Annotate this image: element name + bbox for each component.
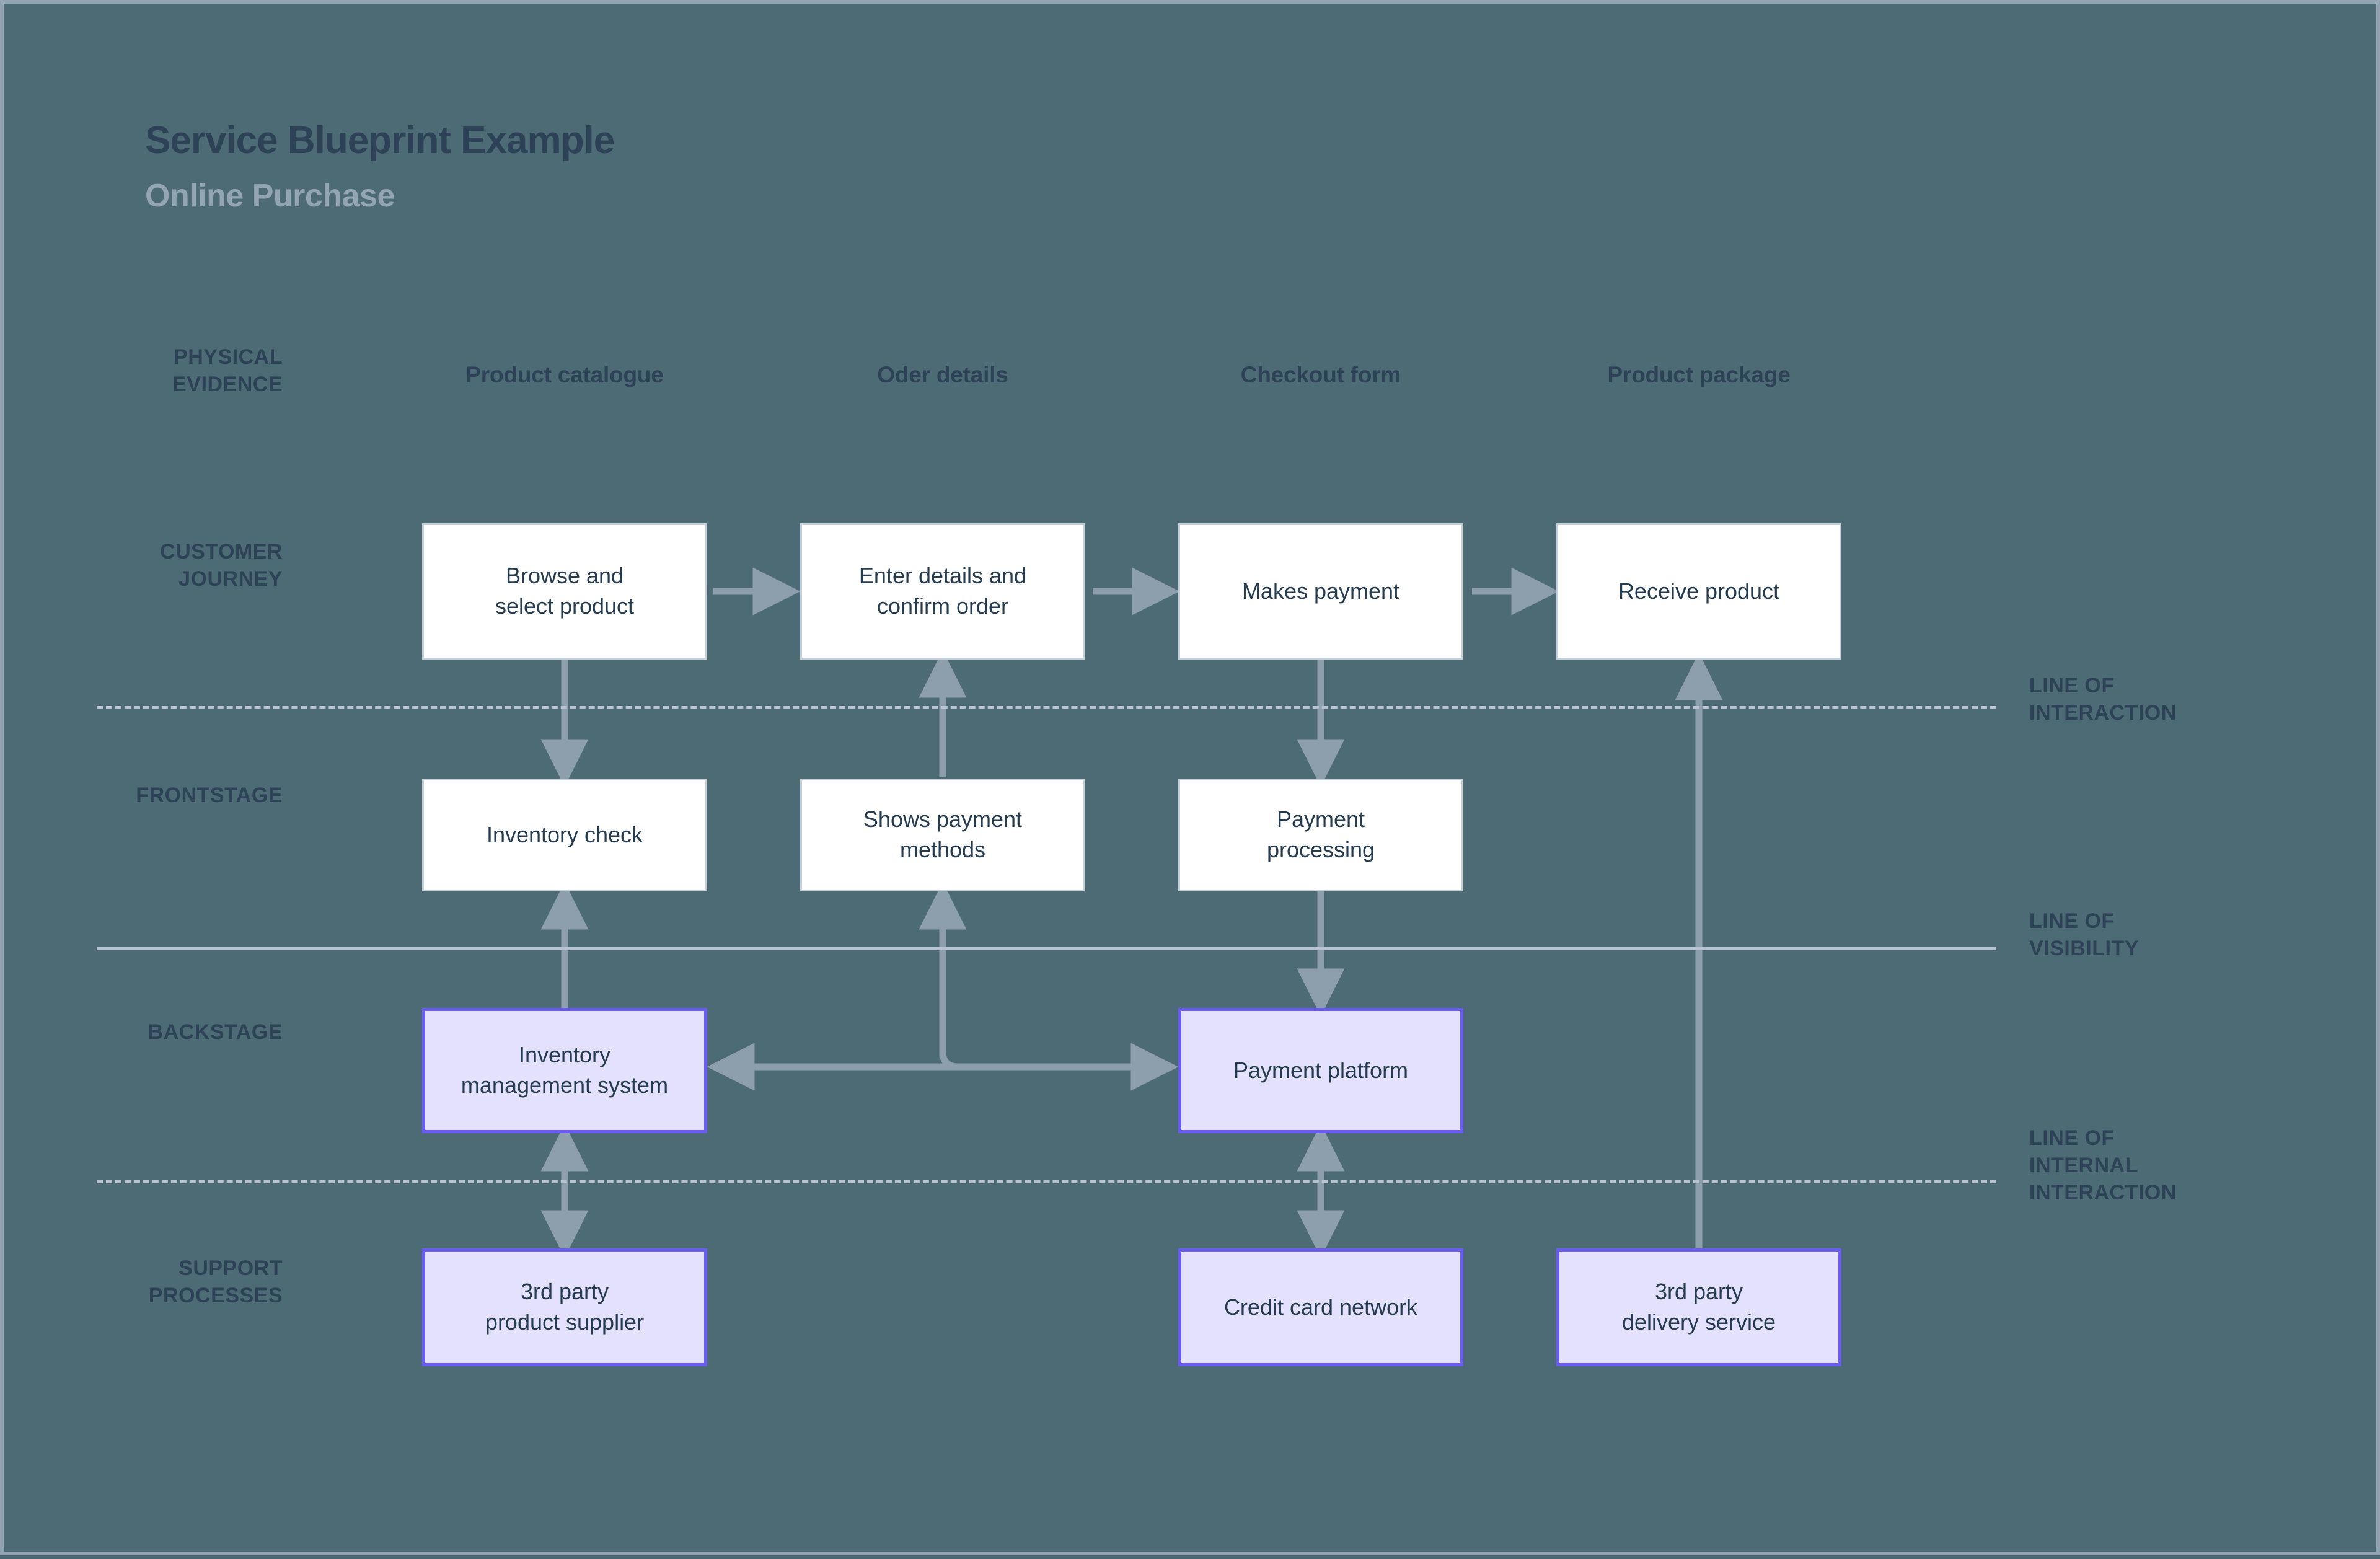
line-of-internal-interaction-rule — [97, 1180, 1996, 1183]
row-label-backstage: BACKSTAGE — [148, 1020, 283, 1044]
evidence-product-catalogue: Product catalogue — [465, 362, 664, 387]
box-makes-payment[interactable]: Makes payment — [1178, 523, 1463, 660]
evidence-oder-details: Oder details — [877, 362, 1008, 387]
box-inventory-check[interactable]: Inventory check — [422, 779, 707, 891]
page-subtitle: Online Purchase — [145, 178, 395, 214]
evidence-checkout-form: Checkout form — [1240, 362, 1401, 387]
row-label-frontstage: FRONTSTAGE — [136, 784, 283, 807]
page-title: Service Blueprint Example — [145, 119, 615, 162]
box-credit-card-network[interactable]: Credit card network — [1178, 1248, 1463, 1366]
box-payment-platform[interactable]: Payment platform — [1178, 1008, 1463, 1133]
evidence-product-package: Product package — [1607, 362, 1791, 387]
connector-shows-methods-branch — [939, 891, 959, 1071]
box-receive-product[interactable]: Receive product — [1556, 523, 1841, 660]
line-of-visibility-rule — [97, 947, 1996, 950]
line-of-interaction-rule — [97, 706, 1996, 709]
